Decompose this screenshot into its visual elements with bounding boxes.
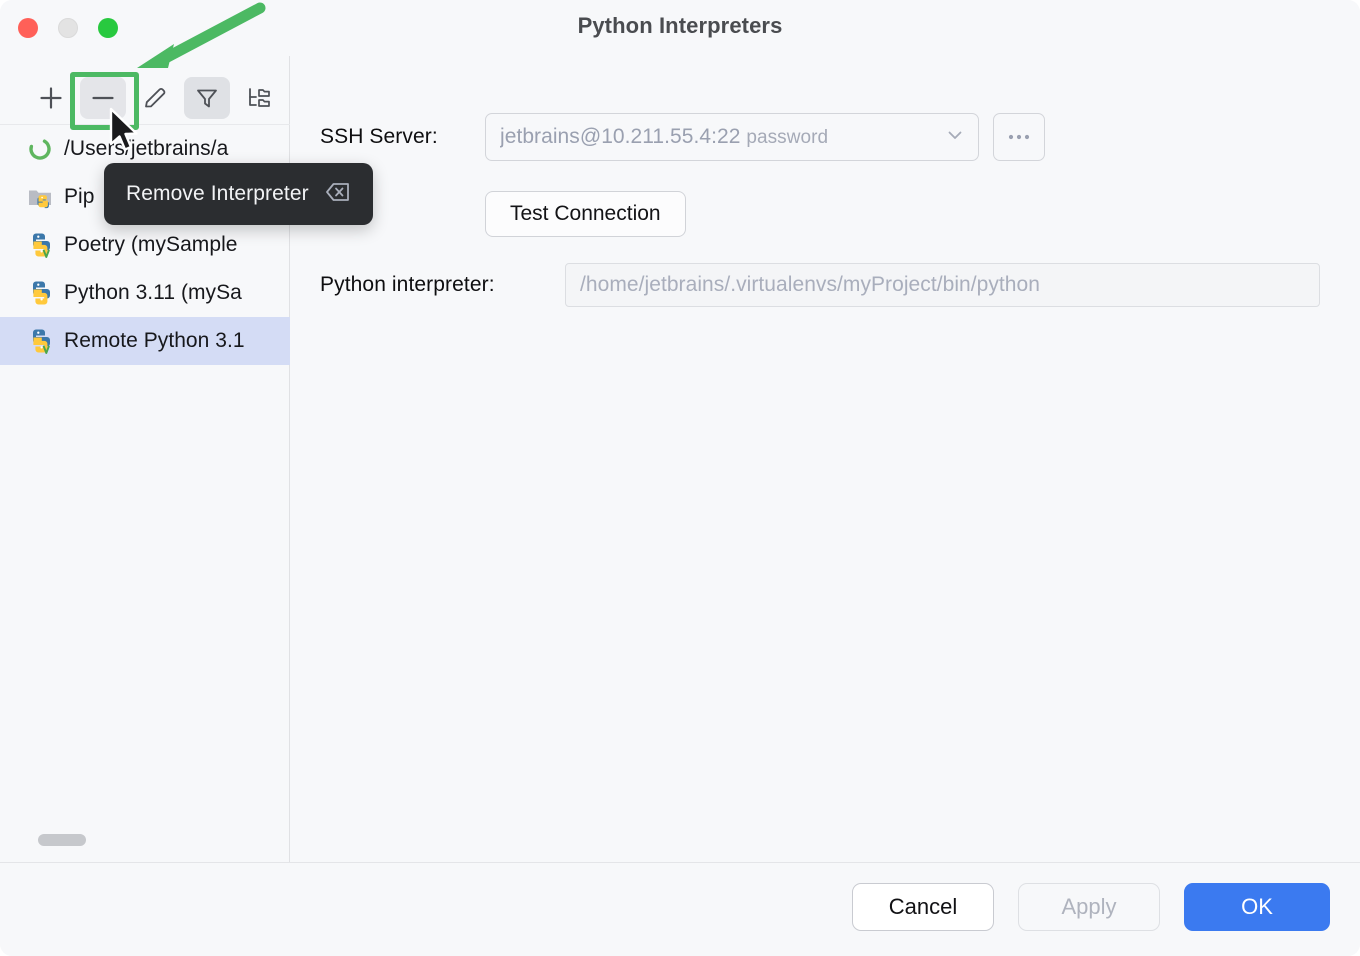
loading-spinner-icon: [26, 135, 54, 163]
list-item-label: Python 3.11 (mySa: [64, 281, 242, 304]
list-item[interactable]: Remote Python 3.1: [0, 317, 290, 365]
list-item-label: /Users/jetbrains/a: [64, 137, 229, 160]
python-venv-icon: [26, 231, 54, 259]
dialog-footer: Cancel Apply OK: [0, 862, 1360, 956]
test-connection-row: Test Connection: [485, 191, 686, 237]
list-item[interactable]: /Users/jetbrains/a: [0, 125, 290, 173]
python-interpreter-value: /home/jetbrains/.virtualenvs/myProject/b…: [580, 273, 1040, 296]
list-item[interactable]: Python 3.11 (mySa: [0, 269, 290, 317]
ellipsis-icon: [1006, 128, 1032, 146]
test-connection-button[interactable]: Test Connection: [485, 191, 686, 237]
list-item-label: Pip: [64, 185, 95, 208]
ssh-server-select[interactable]: jetbrains@10.211.55.4:22 password: [485, 113, 979, 161]
remove-interpreter-tooltip: Remove Interpreter: [104, 163, 373, 225]
filter-interpreters-button[interactable]: [184, 77, 230, 119]
page-title: Python Interpreters: [577, 13, 783, 38]
remove-interpreter-button[interactable]: [80, 77, 126, 119]
ssh-server-auth: password: [746, 127, 829, 148]
apply-button[interactable]: Apply: [1018, 883, 1160, 931]
window-controls: [18, 18, 118, 38]
group-interpreters-button[interactable]: [236, 77, 282, 119]
ssh-server-value: jetbrains@10.211.55.4:22 password: [500, 125, 944, 149]
ok-button[interactable]: OK: [1184, 883, 1330, 931]
close-window-button[interactable]: [18, 18, 38, 38]
interpreters-list[interactable]: /Users/jetbrains/a Pip: [0, 125, 290, 845]
python-icon: [26, 279, 54, 307]
ssh-server-label: SSH Server:: [320, 125, 438, 148]
python-interpreter-row: Python interpreter: /home/jetbrains/.vir…: [320, 263, 1320, 307]
zoom-window-button[interactable]: [98, 18, 118, 38]
delete-key-icon: [325, 181, 351, 208]
interpreter-details-panel: SSH Server: jetbrains@10.211.55.4:22 pas…: [291, 56, 1360, 862]
pencil-icon: [141, 84, 169, 112]
list-item[interactable]: Poetry (mySample: [0, 221, 290, 269]
list-item-label: Poetry (mySample: [64, 233, 238, 256]
tooltip-label: Remove Interpreter: [126, 182, 309, 205]
python-interpreter-label: Python interpreter:: [320, 273, 495, 296]
pipenv-folder-python-icon: [26, 183, 54, 211]
cancel-button[interactable]: Cancel: [852, 883, 994, 931]
ssh-server-host: jetbrains@10.211.55.4:22: [500, 125, 741, 148]
list-item-label: Remote Python 3.1: [64, 329, 245, 352]
tree-group-icon: [244, 84, 274, 112]
horizontal-scrollbar-thumb[interactable]: [38, 834, 86, 846]
python-venv-icon: [26, 327, 54, 355]
add-interpreter-button[interactable]: [28, 77, 74, 119]
minus-icon: [88, 83, 118, 113]
minimize-window-button[interactable]: [58, 18, 78, 38]
ssh-server-more-button[interactable]: [993, 113, 1045, 161]
footer-buttons: Cancel Apply OK: [852, 883, 1330, 931]
interpreters-toolbar: [0, 72, 290, 125]
filter-icon: [193, 84, 221, 112]
chevron-down-icon: [944, 124, 966, 151]
edit-interpreter-button[interactable]: [132, 77, 178, 119]
list-item[interactable]: Pip: [0, 173, 290, 221]
title-bar: Python Interpreters: [0, 0, 1360, 56]
python-interpreter-input[interactable]: /home/jetbrains/.virtualenvs/myProject/b…: [565, 263, 1320, 307]
plus-icon: [36, 83, 66, 113]
ssh-server-row: SSH Server: jetbrains@10.211.55.4:22 pas…: [320, 113, 1045, 161]
